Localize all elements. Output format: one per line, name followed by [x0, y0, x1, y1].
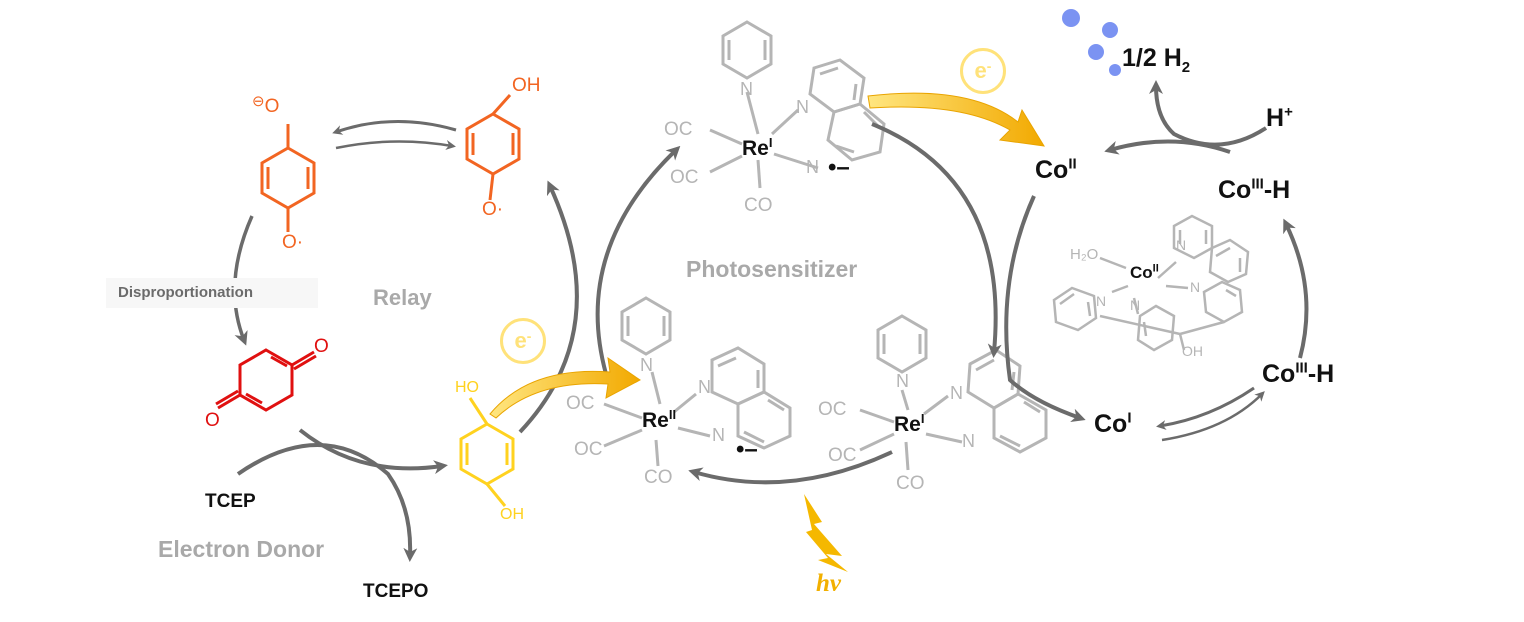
re-right-symbol: Re [894, 413, 921, 436]
re-right-oc2: OC [828, 445, 857, 466]
catalyst-co-symbol: Co [1130, 263, 1153, 282]
photosensitizer-label: Photosensitizer [686, 256, 858, 282]
co-iii-h-bottom-suffix: -H [1307, 360, 1335, 388]
o-semiquinone-label: O· [482, 199, 504, 220]
re-left-n2: N [698, 377, 711, 397]
hydroquinone [459, 397, 515, 507]
electron-donor-label: Electron Donor [158, 536, 325, 562]
catalyst-oh: OH [1182, 343, 1203, 359]
re-top-radical: •– [828, 154, 850, 181]
o-minus-atom: O [264, 96, 280, 117]
electron-badge-top: e- [960, 48, 1006, 94]
co-iii-h-top-oxidation: III [1251, 175, 1264, 193]
re-left-co: CO [644, 467, 673, 488]
re-left-oxidation: II [668, 407, 677, 422]
semiquinone-anion [260, 124, 316, 232]
re-right-oxidation: I [920, 411, 925, 426]
o-dot-atom: O [282, 232, 297, 253]
catalyst-n4: N [1130, 297, 1141, 313]
relay-label: Relay [373, 285, 432, 310]
quinone-o-top: O [314, 336, 329, 357]
re-complex-left [603, 296, 792, 467]
re-right-n1: N [896, 371, 909, 391]
electron-symbol: e [974, 58, 987, 83]
catalyst-h2o: H₂O [1070, 246, 1099, 263]
electron-badge-bottom: e- [500, 318, 546, 364]
catalyst-n3: N [1096, 293, 1107, 309]
phenolate-o-label: ⊖O [252, 94, 280, 117]
ho-label: HO [455, 379, 479, 396]
co-i-label: CoI [1094, 409, 1132, 438]
disproportionation-label: Disproportionation [118, 284, 253, 301]
co-iii-h-top-suffix: -H [1263, 176, 1291, 204]
o-dot-label: O· [282, 232, 304, 253]
re-left-n1: N [640, 355, 653, 375]
re-top-n1: N [740, 79, 753, 99]
re-left-n3: N [712, 425, 725, 445]
h2-prefix: 1/2 H [1122, 44, 1182, 72]
co-i-symbol: Co [1094, 410, 1128, 438]
h-plus-label: H+ [1266, 103, 1293, 132]
hydrogen-bubbles [1062, 9, 1121, 76]
re-right-oc1: OC [818, 399, 847, 420]
oh-bottom-label: OH [500, 506, 524, 523]
re-complex-right [859, 314, 1048, 471]
electron-arrow-bottom [489, 356, 641, 419]
cobalt-catalyst [1052, 214, 1250, 352]
h2-subscript: 2 [1181, 59, 1191, 76]
re-left-oc2: OC [574, 439, 603, 460]
re-top-symbol: Re [742, 137, 769, 160]
re-right-n2: N [950, 383, 963, 403]
lightning-bolt-icon [804, 494, 848, 572]
tcepo-label: TCEPO [363, 581, 429, 602]
tcep-label: TCEP [205, 491, 256, 512]
co-iii-h-bottom-label: CoIII-H [1262, 359, 1335, 388]
catalyst-n1: N [1176, 237, 1187, 253]
re-top-oc2: OC [670, 167, 699, 188]
catalyst-co-label: CoII [1130, 262, 1159, 282]
disproportionation-box [106, 278, 318, 308]
re-left-symbol: Re [642, 409, 669, 432]
quinone-o-bottom: O [205, 410, 220, 431]
re-right-n3: N [962, 431, 975, 451]
co-ii-symbol: Co [1035, 156, 1069, 184]
half-h2-label: 1/2 H2 [1122, 44, 1190, 76]
co-ii-label: CoII [1035, 155, 1077, 184]
co-i-oxidation: I [1127, 409, 1132, 427]
electron-symbol: e [514, 328, 527, 353]
co-iii-h-bottom-symbol: Co [1262, 360, 1296, 388]
re-complex-top [709, 20, 886, 189]
oh-top-label: OH [512, 75, 541, 96]
benzoquinone [215, 348, 317, 412]
re-right-co: CO [896, 473, 925, 494]
re-top-oxidation: I [768, 135, 773, 150]
re-top-oc1: OC [664, 119, 693, 140]
re-left-oc1: OC [566, 393, 595, 414]
catalyst-co-oxidation: II [1152, 262, 1159, 275]
semiquinone-radical [465, 93, 521, 201]
re-top-n2: N [796, 97, 809, 117]
re-left-radical: •– [736, 436, 758, 463]
co-iii-h-bottom-oxidation: III [1295, 359, 1308, 377]
re-right-metal: ReI [894, 411, 925, 436]
co-iii-h-top-label: CoIII-H [1218, 175, 1291, 204]
electron-arrow-top [867, 92, 1045, 147]
light-hv-label: hν [816, 570, 841, 597]
re-top-metal: ReI [742, 135, 773, 160]
photosensitizer-cycle [595, 20, 1048, 572]
h-plus-symbol: H [1266, 104, 1285, 132]
cobalt-cycle [1004, 9, 1309, 442]
h-plus-charge: + [1284, 103, 1293, 121]
co-iii-h-top-symbol: Co [1218, 176, 1252, 204]
re-top-co: CO [744, 195, 773, 216]
co-ii-oxidation: II [1068, 155, 1077, 173]
re-top-n3: N [806, 157, 819, 177]
re-left-metal: ReII [642, 407, 677, 432]
catalyst-n2: N [1190, 279, 1201, 295]
o-semi-atom: O [482, 199, 497, 220]
minus-circle-icon: ⊖ [252, 93, 265, 110]
